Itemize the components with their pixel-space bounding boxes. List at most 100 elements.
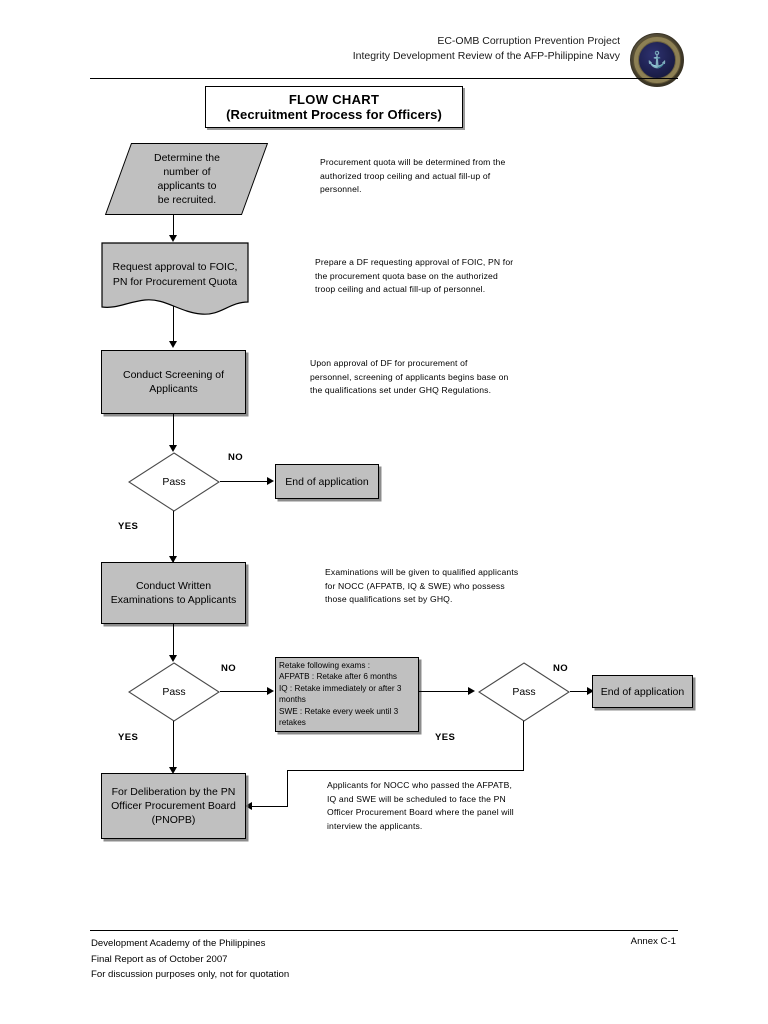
edge-label-yes-3: YES	[435, 732, 456, 743]
connector-2-arrow	[169, 341, 177, 348]
line-1: Retake following exams :	[279, 661, 371, 670]
line-3: personnel.	[320, 184, 362, 194]
footer-annex-label: Annex C-1	[630, 936, 676, 947]
line-3: troop ceiling and actual fill-up of pers…	[315, 284, 486, 294]
connector-no-3-arrow	[587, 687, 594, 695]
node-request-approval-label: Request approval to FOIC, PN for Procure…	[101, 260, 249, 290]
connector-yes-2-arrow	[169, 767, 177, 774]
connector-1-arrow	[169, 235, 177, 242]
edge-label-yes-1: YES	[118, 521, 139, 532]
connector-3-arrow	[169, 445, 177, 452]
connector-yes-3-hline-top	[287, 770, 524, 772]
line-2: the procurement quota base on the author…	[315, 270, 498, 281]
footer-divider	[90, 930, 678, 931]
line-2: for NOCC (AFPATB, IQ & SWE) who possess	[325, 580, 505, 591]
line-3: (PNOPB)	[151, 814, 196, 826]
connector-4-line	[173, 624, 175, 658]
annotation-approval: Prepare a DF requesting approval of FOIC…	[315, 256, 570, 297]
edge-label-no-3: NO	[553, 663, 569, 674]
connector-yes-2-line	[173, 721, 175, 772]
edge-label-no-2: NO	[221, 663, 237, 674]
edge-label-yes-2: YES	[118, 732, 139, 743]
line-2: AFPATB : Retake after 6 months	[279, 672, 398, 682]
connector-3-line	[173, 414, 175, 448]
line-4: months	[279, 695, 306, 705]
line-2: Applicants	[149, 383, 198, 395]
node-request-approval: Request approval to FOIC, PN for Procure…	[101, 242, 249, 317]
node-conduct-screening: Conduct Screening of Applicants	[101, 350, 246, 414]
line-4: be recruited.	[157, 194, 216, 206]
line-1: Conduct Written	[135, 580, 212, 592]
annotation-deliberation: Applicants for NOCC who passed the AFPAT…	[327, 779, 577, 833]
node-decision-pass-2: Pass	[128, 662, 220, 722]
connector-yes-1-arrow	[169, 556, 177, 563]
line-1: Conduct Screening of	[123, 369, 224, 381]
line-4: interview the applicants.	[327, 820, 423, 831]
node-conduct-written-exams: Conduct Written Examinations to Applican…	[101, 562, 246, 624]
line-2: personnel, screening of applicants begin…	[310, 371, 509, 382]
connector-retake-line	[419, 691, 472, 693]
footer-line-2: Final Report as of October 2007	[91, 953, 228, 965]
node-end-application-1-label: End of application	[285, 475, 369, 488]
connector-yes-1-line	[173, 511, 175, 562]
connector-4-arrow	[169, 655, 177, 662]
flowchart-title-box: FLOW CHART (Recruitment Process for Offi…	[205, 86, 463, 128]
node-decision-pass-3: Pass	[478, 662, 570, 722]
connector-yes-3-vline-down	[287, 770, 289, 807]
line-2: number of	[162, 166, 211, 178]
connector-no-1-line	[220, 481, 271, 483]
line-3: those qualifications set by GHQ.	[325, 594, 453, 604]
node-end-application-1: End of application	[275, 464, 379, 499]
line-3: applicants to	[157, 180, 216, 192]
connector-1-line	[173, 215, 175, 238]
node-retake-exams: Retake following exams : AFPATB : Retake…	[275, 657, 419, 732]
line-1: Upon approval of DF for procurement of	[310, 358, 468, 368]
node-end-application-2: End of application	[592, 675, 693, 708]
connector-no-2-arrow	[267, 687, 274, 695]
connector-yes-3-arrow	[245, 802, 252, 810]
line-1: Request approval to FOIC,	[112, 261, 238, 273]
line-1: Procurement quota will be determined fro…	[320, 157, 506, 167]
line-1: Applicants for NOCC who passed the AFPAT…	[327, 780, 513, 790]
line-2: Officer Procurement Board	[111, 800, 236, 812]
connector-retake-arrow	[468, 687, 475, 695]
annotation-examinations: Examinations will be given to qualified …	[325, 566, 580, 607]
line-1: Determine the	[153, 152, 220, 164]
line-3: IQ : Retake immediately or after 3	[279, 683, 402, 693]
node-decision-pass-2-label: Pass	[162, 686, 186, 698]
header-title-block: EC-OMB Corruption Prevention Project Int…	[353, 34, 620, 64]
line-2: PN for Procurement Quota	[112, 276, 238, 288]
edge-label-no-1: NO	[228, 452, 244, 463]
connector-no-3-line	[570, 691, 592, 693]
footer-line-1: Development Academy of the Philippines	[91, 938, 266, 949]
node-determine-quota: Determine the number of applicants to be…	[104, 143, 269, 215]
line-1: Examinations will be given to qualified …	[325, 567, 519, 577]
connector-yes-3-vline	[523, 721, 525, 771]
line-5: SWE : Retake every week until 3	[279, 706, 399, 716]
connector-yes-3-hline-bottom	[252, 806, 288, 808]
line-1: Prepare a DF requesting approval of FOIC…	[315, 257, 514, 267]
line-2: IQ and SWE will be scheduled to face the…	[327, 793, 506, 804]
node-conduct-screening-label: Conduct Screening of Applicants	[117, 366, 230, 398]
philippine-navy-seal-icon: ⚓	[628, 32, 686, 88]
node-decision-pass-3-label: Pass	[512, 686, 536, 698]
flowchart-title-line-2: (Recruitment Process for Officers)	[226, 107, 442, 122]
annotation-quota: Procurement quota will be determined fro…	[320, 156, 570, 197]
line-2: Examinations to Applicants	[110, 594, 237, 606]
annotation-screening: Upon approval of DF for procurement of p…	[310, 357, 570, 398]
connector-2-line	[173, 306, 175, 344]
footer-left-block: Development Academy of the Philippines F…	[91, 936, 289, 983]
line-3: the qualifications set under GHQ Regulat…	[310, 385, 492, 395]
header-line-2: Integrity Development Review of the AFP-…	[352, 50, 620, 62]
seal-anchor-icon: ⚓	[647, 52, 667, 69]
line-2: authorized troop ceiling and actual fill…	[320, 170, 491, 181]
connector-no-1-arrow	[267, 477, 274, 485]
line-1: For Deliberation by the PN	[111, 786, 236, 798]
header-line-1: EC-OMB Corruption Prevention Project	[437, 35, 620, 47]
document-shape-svg	[101, 242, 249, 315]
header-divider	[90, 78, 678, 79]
node-end-application-2-label: End of application	[600, 685, 685, 698]
node-deliberation-pnopb: For Deliberation by the PN Officer Procu…	[101, 773, 246, 839]
page-header: EC-OMB Corruption Prevention Project Int…	[0, 0, 768, 92]
